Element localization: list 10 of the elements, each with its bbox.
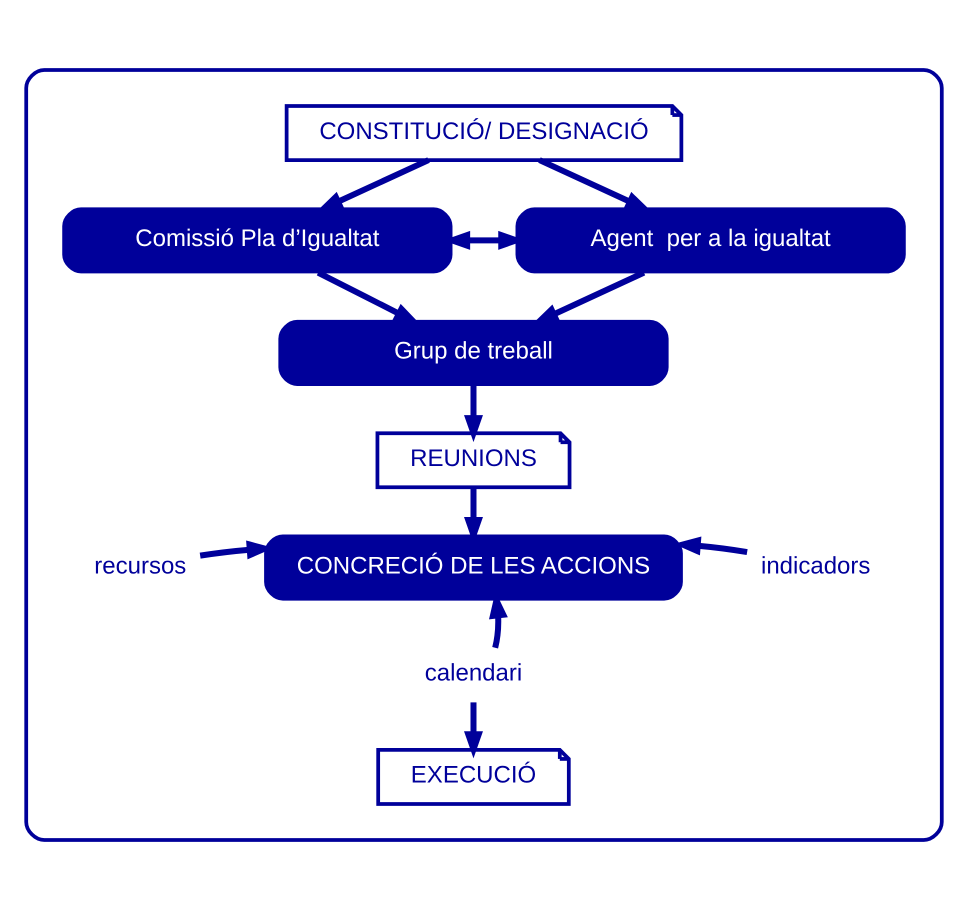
node-box: CONCRECIÓ DE LES ACCIONS (264, 534, 683, 600)
node-text: indicadors (761, 552, 870, 579)
node-box: Comissió Pla d’Igualtat (62, 206, 452, 273)
node-text: calendari (424, 659, 522, 686)
cluster (24, 68, 944, 842)
node-box: Agent per a la igualtat (516, 206, 906, 273)
arrow (464, 385, 483, 442)
node-text: recursos (94, 552, 186, 579)
arrow (464, 702, 483, 758)
node-box: Grup de treball (278, 319, 669, 386)
